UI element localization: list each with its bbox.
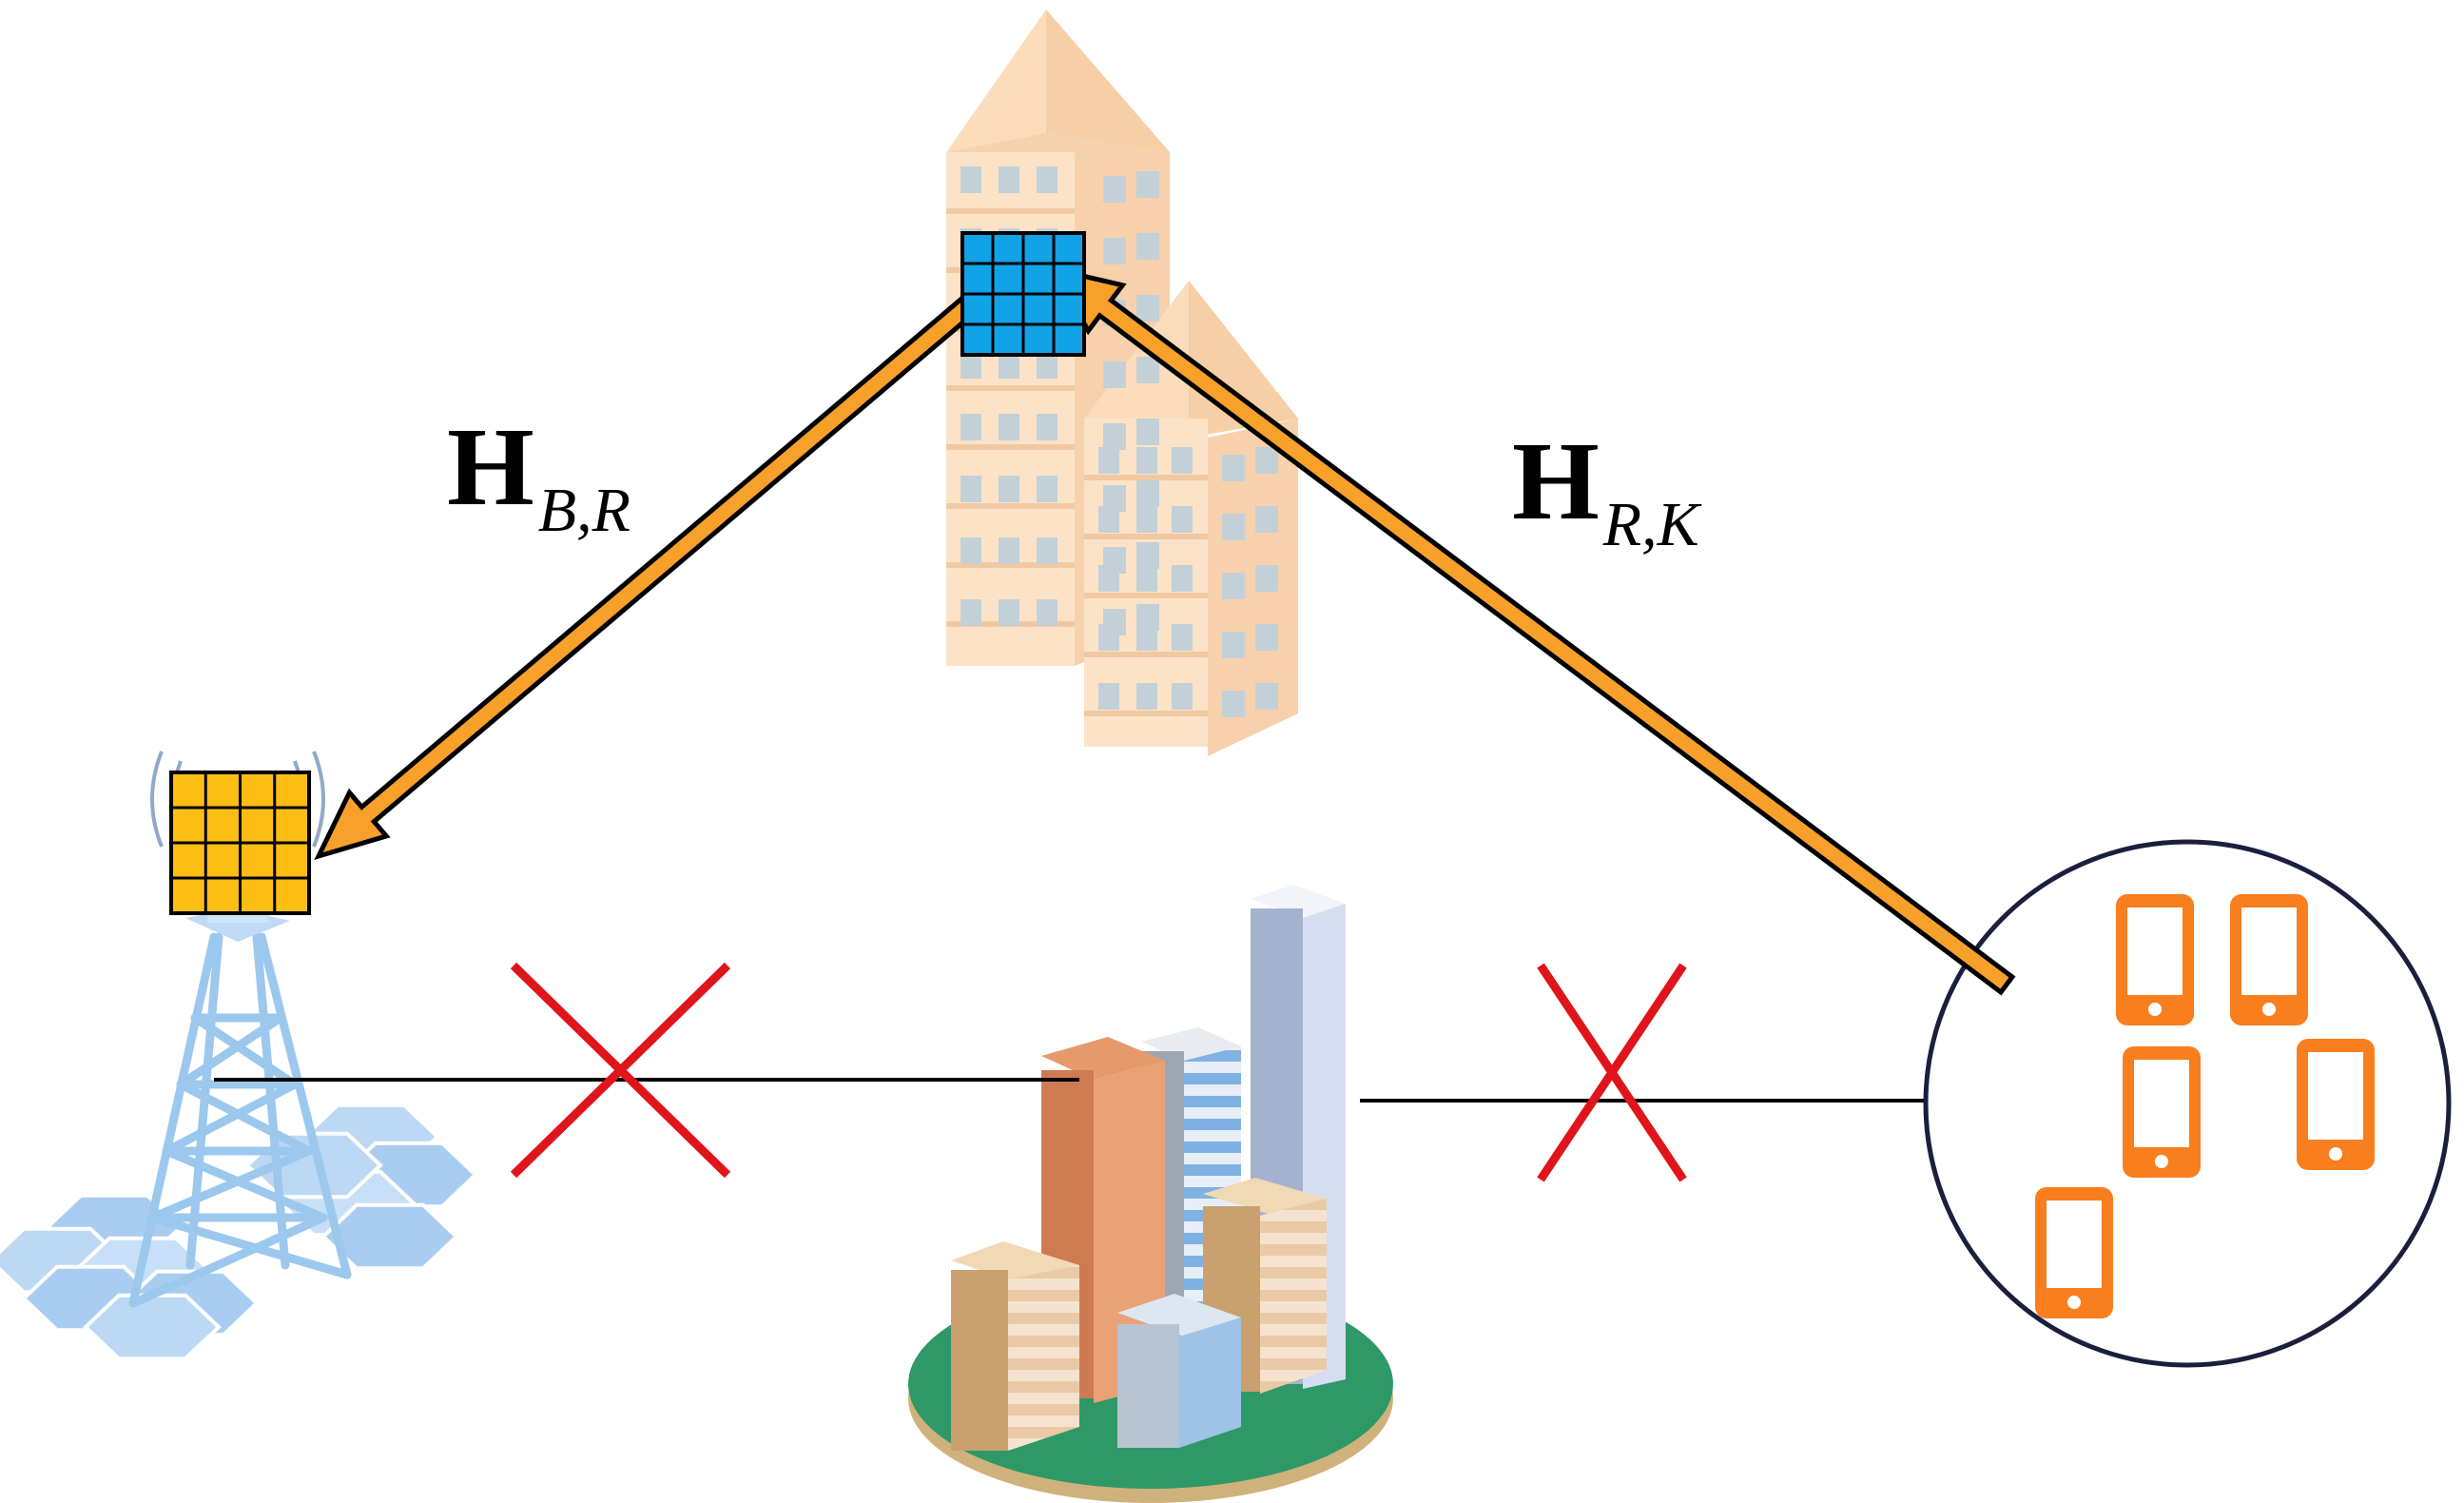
user-phone-icon [2123,1046,2201,1178]
city-blocker-icon [908,885,1393,1503]
user-phone-icon [2035,1187,2113,1318]
blocked-cross-icon [1537,963,1687,1182]
ris-panel-icon [960,231,1086,357]
blocked-cross-icon [510,962,731,1179]
ris-building-icon [946,10,1298,756]
label-channel-bs-ris: HB,R [447,404,631,545]
label-channel-ris-users: HR,K [1512,419,1702,559]
blocked-link-city-users [1360,963,1940,1182]
bs-panel-icon [169,771,311,915]
user-phone-icon [2297,1039,2375,1170]
user-phone-icon [2230,894,2308,1025]
tower-icon [0,751,478,1361]
user-phone-icon [2116,894,2194,1025]
arrow-ris-to-bs [314,264,1014,861]
user-group [1923,839,2452,1368]
blocked-link-bs-city [214,962,1079,1179]
